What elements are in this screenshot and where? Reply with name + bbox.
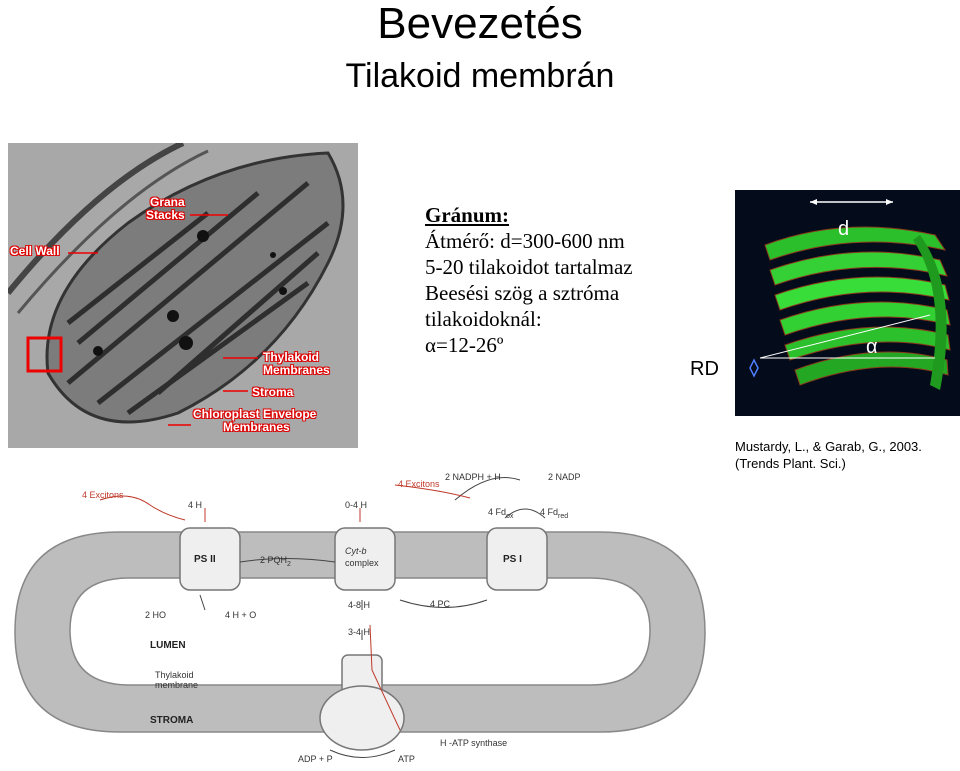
citation-line-2: (Trends Plant. Sci.) [735,456,846,471]
granum-line-alpha: α=12-26º [425,333,504,357]
atp-synthase-label: H -ATP synthase [440,738,507,748]
granum-line-angle-2: tilakoidoknál: [425,307,542,331]
grana-label: Grana [150,195,185,209]
rd-label: RD [690,358,719,380]
cyt-complex [334,527,396,591]
slide-title: Bevezetés [377,0,583,48]
fd-red-label: 4 Fdred [540,507,568,520]
cell-wall-label: Cell Wall [10,244,60,258]
thylakoid-scheme: 4 Excitons 4 Excitons 2 NADPH + H 2 NADP… [0,460,720,766]
adp-label: ADP + P [298,754,333,764]
h-ps2-label: 4 H [188,500,202,510]
nadph-label: 2 NADPH + H [445,472,501,482]
stroma-scheme-label: STROMA [150,715,193,726]
h-34-label: 3-4 H [348,627,370,637]
granum-3d-model: d α [735,190,960,416]
nadp-label: 2 NADP [548,472,581,482]
scheme-drawing: 4 Excitons 4 Excitons 2 NADPH + H 2 NADP… [14,472,706,764]
d-label: d [838,218,849,240]
granum-line-diameter: Átmérő: d=300-600 nm [425,229,625,253]
lumen-label: LUMEN [150,640,186,651]
citation-line-1: Mustardy, L., & Garab, G., 2003. [735,439,922,454]
ps2-complex [179,527,241,591]
h-o2-label: 4 H + O [225,610,256,620]
alpha-label: α [866,336,878,358]
thylakoid-label: Thylakoid [263,350,320,364]
micrograph-drawing [8,143,358,448]
ps1-label: PS I [503,554,522,565]
thylakoid-membrane-label-1: Thylakoid [155,670,194,680]
stacks-label: Stacks [146,208,185,222]
granum-line-count: 5-20 tilakoidot tartalmaz [425,255,633,279]
stroma-label: Stroma [252,385,294,399]
cyt-label: Cyt-b [345,546,367,556]
citation: Mustardy, L., & Garab, G., 2003. (Trends… [735,438,922,472]
h-48-label: 4-8 H [348,600,370,610]
granum-model-drawing: d α [735,190,960,416]
atp-label: ATP [398,754,415,764]
excitons-left: 4 Excitons [82,490,124,500]
excitons-right: 4 Excitons [398,479,440,489]
envelope-label: Chloroplast Envelope [193,407,317,421]
ps2-label: PS II [194,554,216,565]
pqh2-label: 2 PQH2 [260,555,291,568]
atp-synthase-head [319,685,405,751]
h-cyt-label: 0-4 H [345,500,367,510]
slide-subtitle: Tilakoid membrán [345,57,615,95]
thylakoid-membranes-label: Membranes [263,363,330,377]
cyt-complex-label: complex [345,558,379,568]
granum-heading: Gránum: [425,203,509,227]
envelope-membranes-label: Membranes [223,420,290,434]
granum-description: Gránum: Átmérő: d=300-600 nm 5-20 tilako… [425,202,725,358]
chloroplast-micrograph: Cell Wall Grana Stacks Thylakoid Membran… [8,143,358,448]
fd-ox-label: 4 Fdox [488,507,514,520]
ps1-complex [486,527,548,591]
h2o-label: 2 HO [145,610,166,620]
thylakoid-membrane-label-2: membrane [155,680,198,690]
pc-label: 4 PC [430,599,451,609]
granum-line-angle: Beesési szög a sztróma [425,281,620,305]
